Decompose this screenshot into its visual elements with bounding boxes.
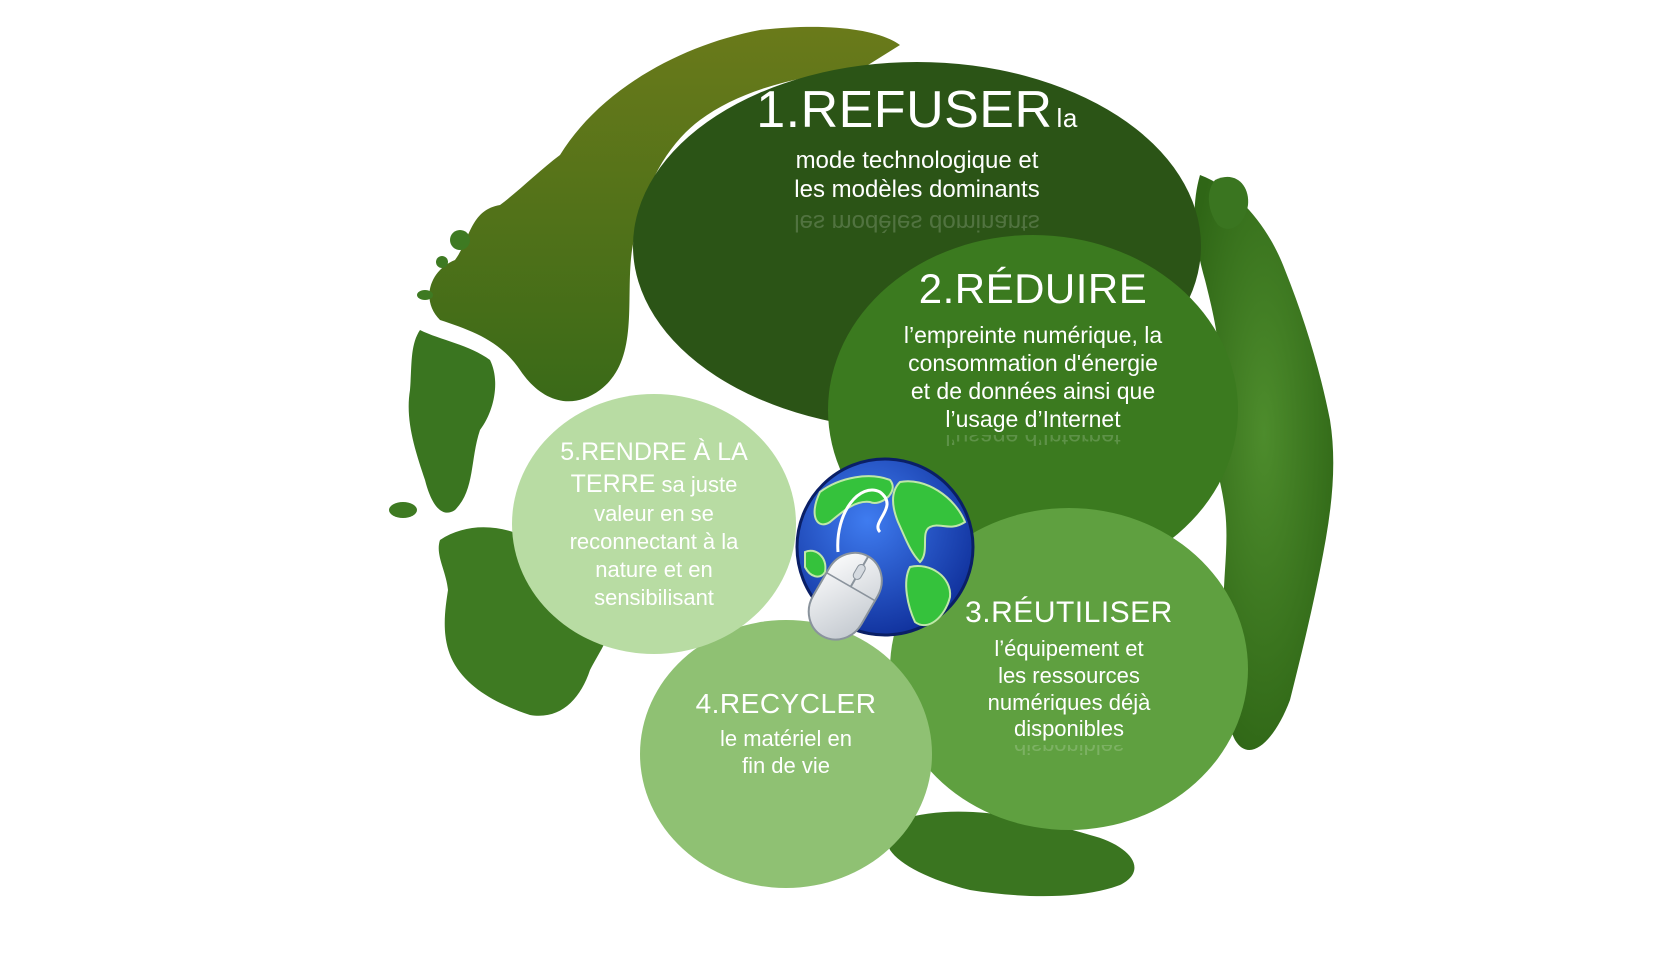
step-reutiliser-reflection: disponibles — [1013, 745, 1125, 760]
step-recycler-title: 4.RECYCLER — [695, 688, 877, 719]
continent-north-shape — [429, 26, 900, 402]
step-reduire-reflection: l’usage d’Internet — [945, 435, 1121, 451]
globe-with-computer-mouse-icon — [795, 457, 975, 641]
step-rendre-description: 5.RENDRE À LA TERRE sa juste valeur en s… — [560, 437, 748, 611]
island-shape — [1208, 176, 1249, 229]
continent-south-shape — [888, 811, 1135, 897]
step-rendre-title: 5.RENDRE À LA — [560, 437, 748, 466]
step-rendre-title-cont: TERRE — [570, 469, 656, 498]
island-shape — [450, 230, 470, 250]
step-recycler-bubble: 4.RECYCLER le matériel en fin de vie — [640, 620, 932, 888]
step-refuser-reflection: les modèles dominants — [794, 214, 1040, 236]
step-reutiliser-bubble: 3.RÉUTILISER l’équipement et les ressour… — [890, 508, 1248, 830]
step-recycler-description: le matériel en fin de vie — [719, 726, 853, 778]
step-reduire-description: l’empreinte numérique, la consommation d… — [903, 322, 1163, 433]
step-reduire-title: 2.RÉDUIRE — [918, 265, 1148, 312]
step-rendre-bubble: 5.RENDRE À LA TERRE sa juste valeur en s… — [512, 394, 796, 654]
step-refuser-description: mode technologique et les modèles domina… — [794, 147, 1040, 204]
step-reutiliser-title: 3.RÉUTILISER — [965, 596, 1173, 629]
island-shape — [389, 502, 417, 518]
continent-west-shape — [408, 330, 496, 513]
island-shape — [417, 290, 433, 300]
island-shape — [436, 256, 448, 268]
step-reutiliser-description: l’équipement et les ressources numérique… — [987, 636, 1151, 742]
